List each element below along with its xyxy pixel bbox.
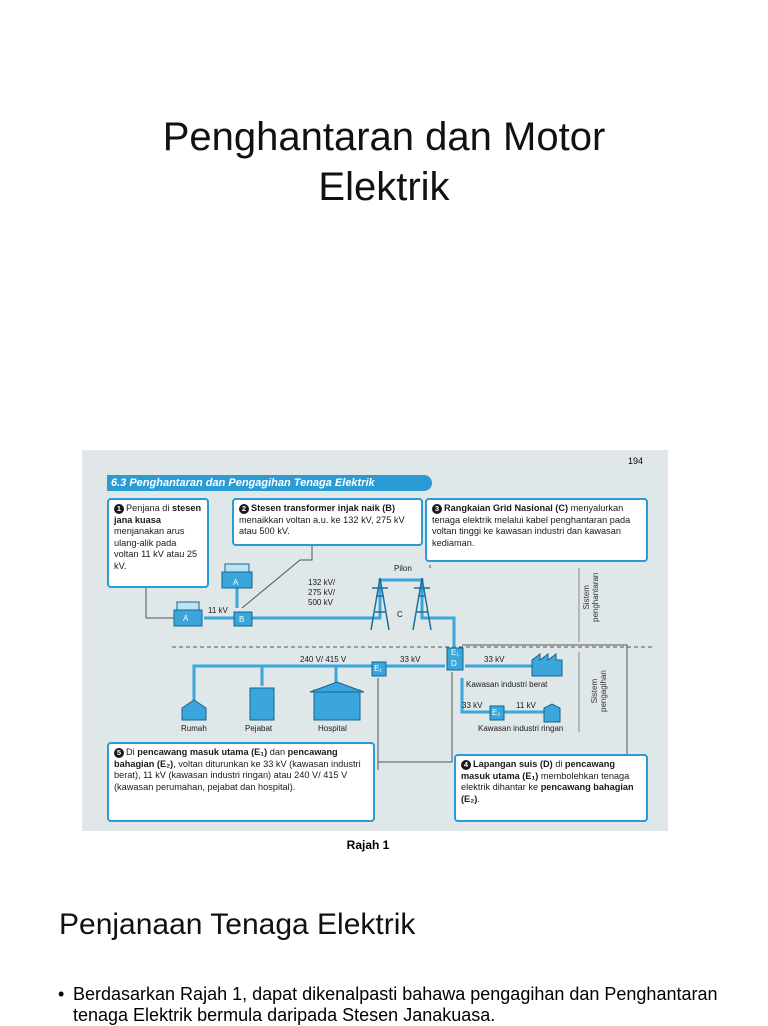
step-number-3: 3 [432,504,442,514]
slide-title-line2: Elektrik [318,165,450,209]
step-number-4: 4 [461,760,471,770]
switchyard-d [446,647,464,671]
figure-caption: Rajah 1 [346,838,390,852]
label-e2: E₂ [492,708,501,717]
house-icon [181,699,207,721]
office-icon [249,687,275,721]
step-number-5: 5 [114,748,124,758]
label-light-industry: Kawasan industri ringan [478,724,564,733]
cable-d-e2 [460,678,490,714]
pylon-icon [370,577,432,631]
transformer-b [233,611,253,627]
section-heading: Penjanaan Tenaga Elektrik [59,908,416,941]
label-11kv-b: 11 kV [516,701,536,710]
figure-banner: 6.3 Penghantaran dan Pengagihan Tenaga E… [107,475,432,491]
label-a: A [183,614,189,623]
label-hospital: Hospital [318,724,347,733]
page-number: 194 [628,456,644,466]
label-pejabat: Pejabat [245,724,273,733]
slide-title: Penghantaran dan Motor Elektrik [0,112,768,212]
label-33kv-b: 33 kV [484,655,505,664]
hospital-icon [313,689,361,721]
label-33kv-c: 33 kV [462,701,483,710]
label-pilon: Pilon [394,564,412,573]
label-275kv: 275 kV/ [308,588,336,597]
label-distribution-system: Sistem pengagihan [590,670,608,712]
label-33kv-a: 33 kV [400,655,421,664]
label-a-2: A [233,578,239,587]
label-c: C [397,610,403,619]
generator-station-label: stesen jana kuasa [114,503,202,525]
cable-house [192,664,372,700]
label-240v: 240 V/ 415 V [300,655,347,664]
step-number-2: 2 [239,504,249,514]
diagram-wiring [145,543,652,770]
substation-e2 [489,705,505,721]
label-transmission-system: Sistem penghantaran [582,572,600,622]
bullet-item: • Berdasarkan Rajah 1, dapat dikenalpast… [58,984,738,1026]
bullet-marker: • [58,984,65,1004]
substation-e1 [371,661,387,677]
factory-light-icon [543,703,561,723]
factory-heavy-icon [531,653,563,677]
label-500kv: 500 kV [308,598,333,607]
diagram-figure: 194 6.3 Penghantaran dan Pengagihan Tena… [82,450,668,831]
bullet-text: Berdasarkan Rajah 1, dapat dikenalpasti … [73,984,718,1025]
label-e1-top: E₁ [451,648,460,657]
label-heavy-industry: Kawasan industri berat [466,680,548,689]
slide-title-line1: Penghantaran dan Motor [162,115,606,159]
label-11kv: 11 kV [208,606,228,615]
label-rumah: Rumah [181,724,207,733]
label-b: B [239,615,245,624]
label-e1: E₁ [374,664,383,673]
label-d: D [451,659,457,668]
label-132kv: 132 kV/ [308,578,336,587]
step-number-1: 1 [114,504,124,514]
